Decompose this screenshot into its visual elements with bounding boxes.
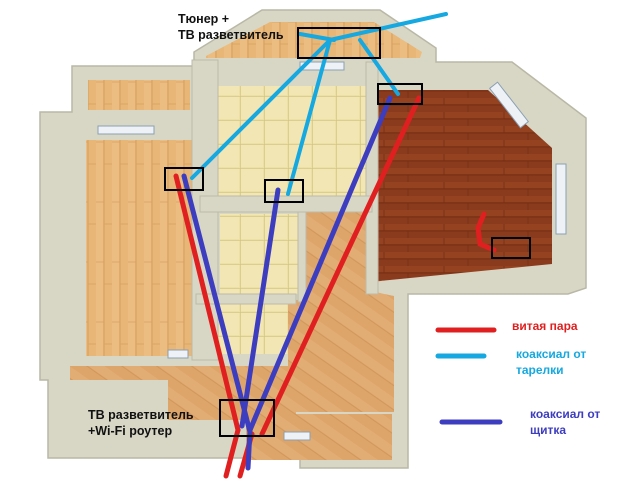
- router-label: ТВ разветвитель +Wi-Fi роутер: [88, 408, 194, 439]
- tuner-box: [297, 27, 381, 59]
- room-top-left: [88, 80, 190, 110]
- room-bath: [220, 214, 298, 294]
- tuner-label: Тюнер + ТВ разветвитель: [178, 12, 284, 43]
- outlet-box-left: [164, 167, 204, 191]
- tuner-label-line1: Тюнер +: [178, 12, 230, 26]
- legend-twisted-pair-line1: витая пара: [512, 319, 578, 333]
- legend-coax-dish-line2: тарелки: [516, 363, 564, 378]
- room-left: [86, 140, 192, 356]
- coax-panel-cables: [181, 95, 393, 471]
- room-hallway: [70, 212, 394, 420]
- outlet-box-right-bottom: [491, 237, 531, 259]
- legend-coax-dish-text: коаксиал от тарелки: [516, 346, 586, 378]
- legend-swatches: [435, 327, 503, 425]
- legend-coax-panel-line1: коаксиал от: [530, 407, 601, 421]
- room-right-dark: [370, 90, 552, 282]
- legend-twisted-pair-text: витая пара: [512, 318, 578, 334]
- interior-walls: [191, 59, 379, 361]
- router-label-line2: +Wi-Fi роутер: [88, 423, 173, 438]
- legend-coax-dish-line1: коаксиал от: [516, 347, 587, 361]
- outlet-box-center: [264, 179, 304, 203]
- twisted-pair-cables: [173, 95, 497, 479]
- legend-coax-panel-text: коаксиал от щитка: [530, 406, 600, 438]
- outlet-box-right-top: [377, 83, 423, 105]
- legend-coax-panel-line2: щитка: [530, 423, 567, 438]
- device-boxes: [164, 27, 531, 437]
- router-label-line1: ТВ разветвитель: [88, 408, 194, 422]
- router-box: [219, 399, 275, 437]
- tuner-label-line2: ТВ разветвитель: [178, 27, 284, 42]
